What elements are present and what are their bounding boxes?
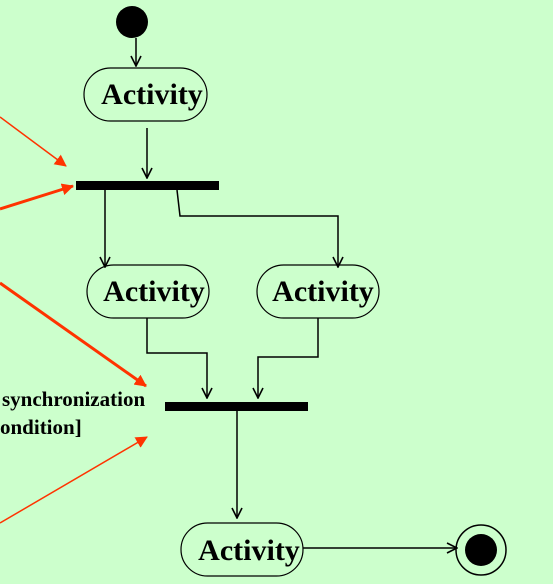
fork-bar xyxy=(76,181,219,190)
annotation-arrow-to-fork-2 xyxy=(0,183,74,211)
annotation-arrow-to-join-1 xyxy=(0,281,147,388)
activity-label: Activity xyxy=(101,78,203,111)
initial-node xyxy=(116,6,148,38)
join-bar xyxy=(165,402,308,411)
annotation-arrow-to-join-2 xyxy=(0,436,148,524)
sync-condition-label-line2: ondition] xyxy=(0,415,82,439)
activity-node-right[interactable]: Activity xyxy=(256,264,380,319)
activity-label: Activity xyxy=(103,275,205,308)
flow-activity-right-to-join xyxy=(258,318,319,398)
annotation-arrow-to-fork-1 xyxy=(0,116,67,167)
sync-condition-label-line1: synchronization xyxy=(2,387,145,411)
flow-fork-to-activity-right xyxy=(176,189,338,267)
flow-activity-left-to-join xyxy=(146,318,207,398)
activity-node-bottom[interactable]: Activity xyxy=(180,522,304,577)
final-node xyxy=(455,524,507,576)
activity-label: Activity xyxy=(272,275,374,308)
activity-node-left[interactable]: Activity xyxy=(86,264,210,319)
activity-node-top[interactable]: Activity xyxy=(83,67,208,122)
activity-label: Activity xyxy=(198,534,300,567)
